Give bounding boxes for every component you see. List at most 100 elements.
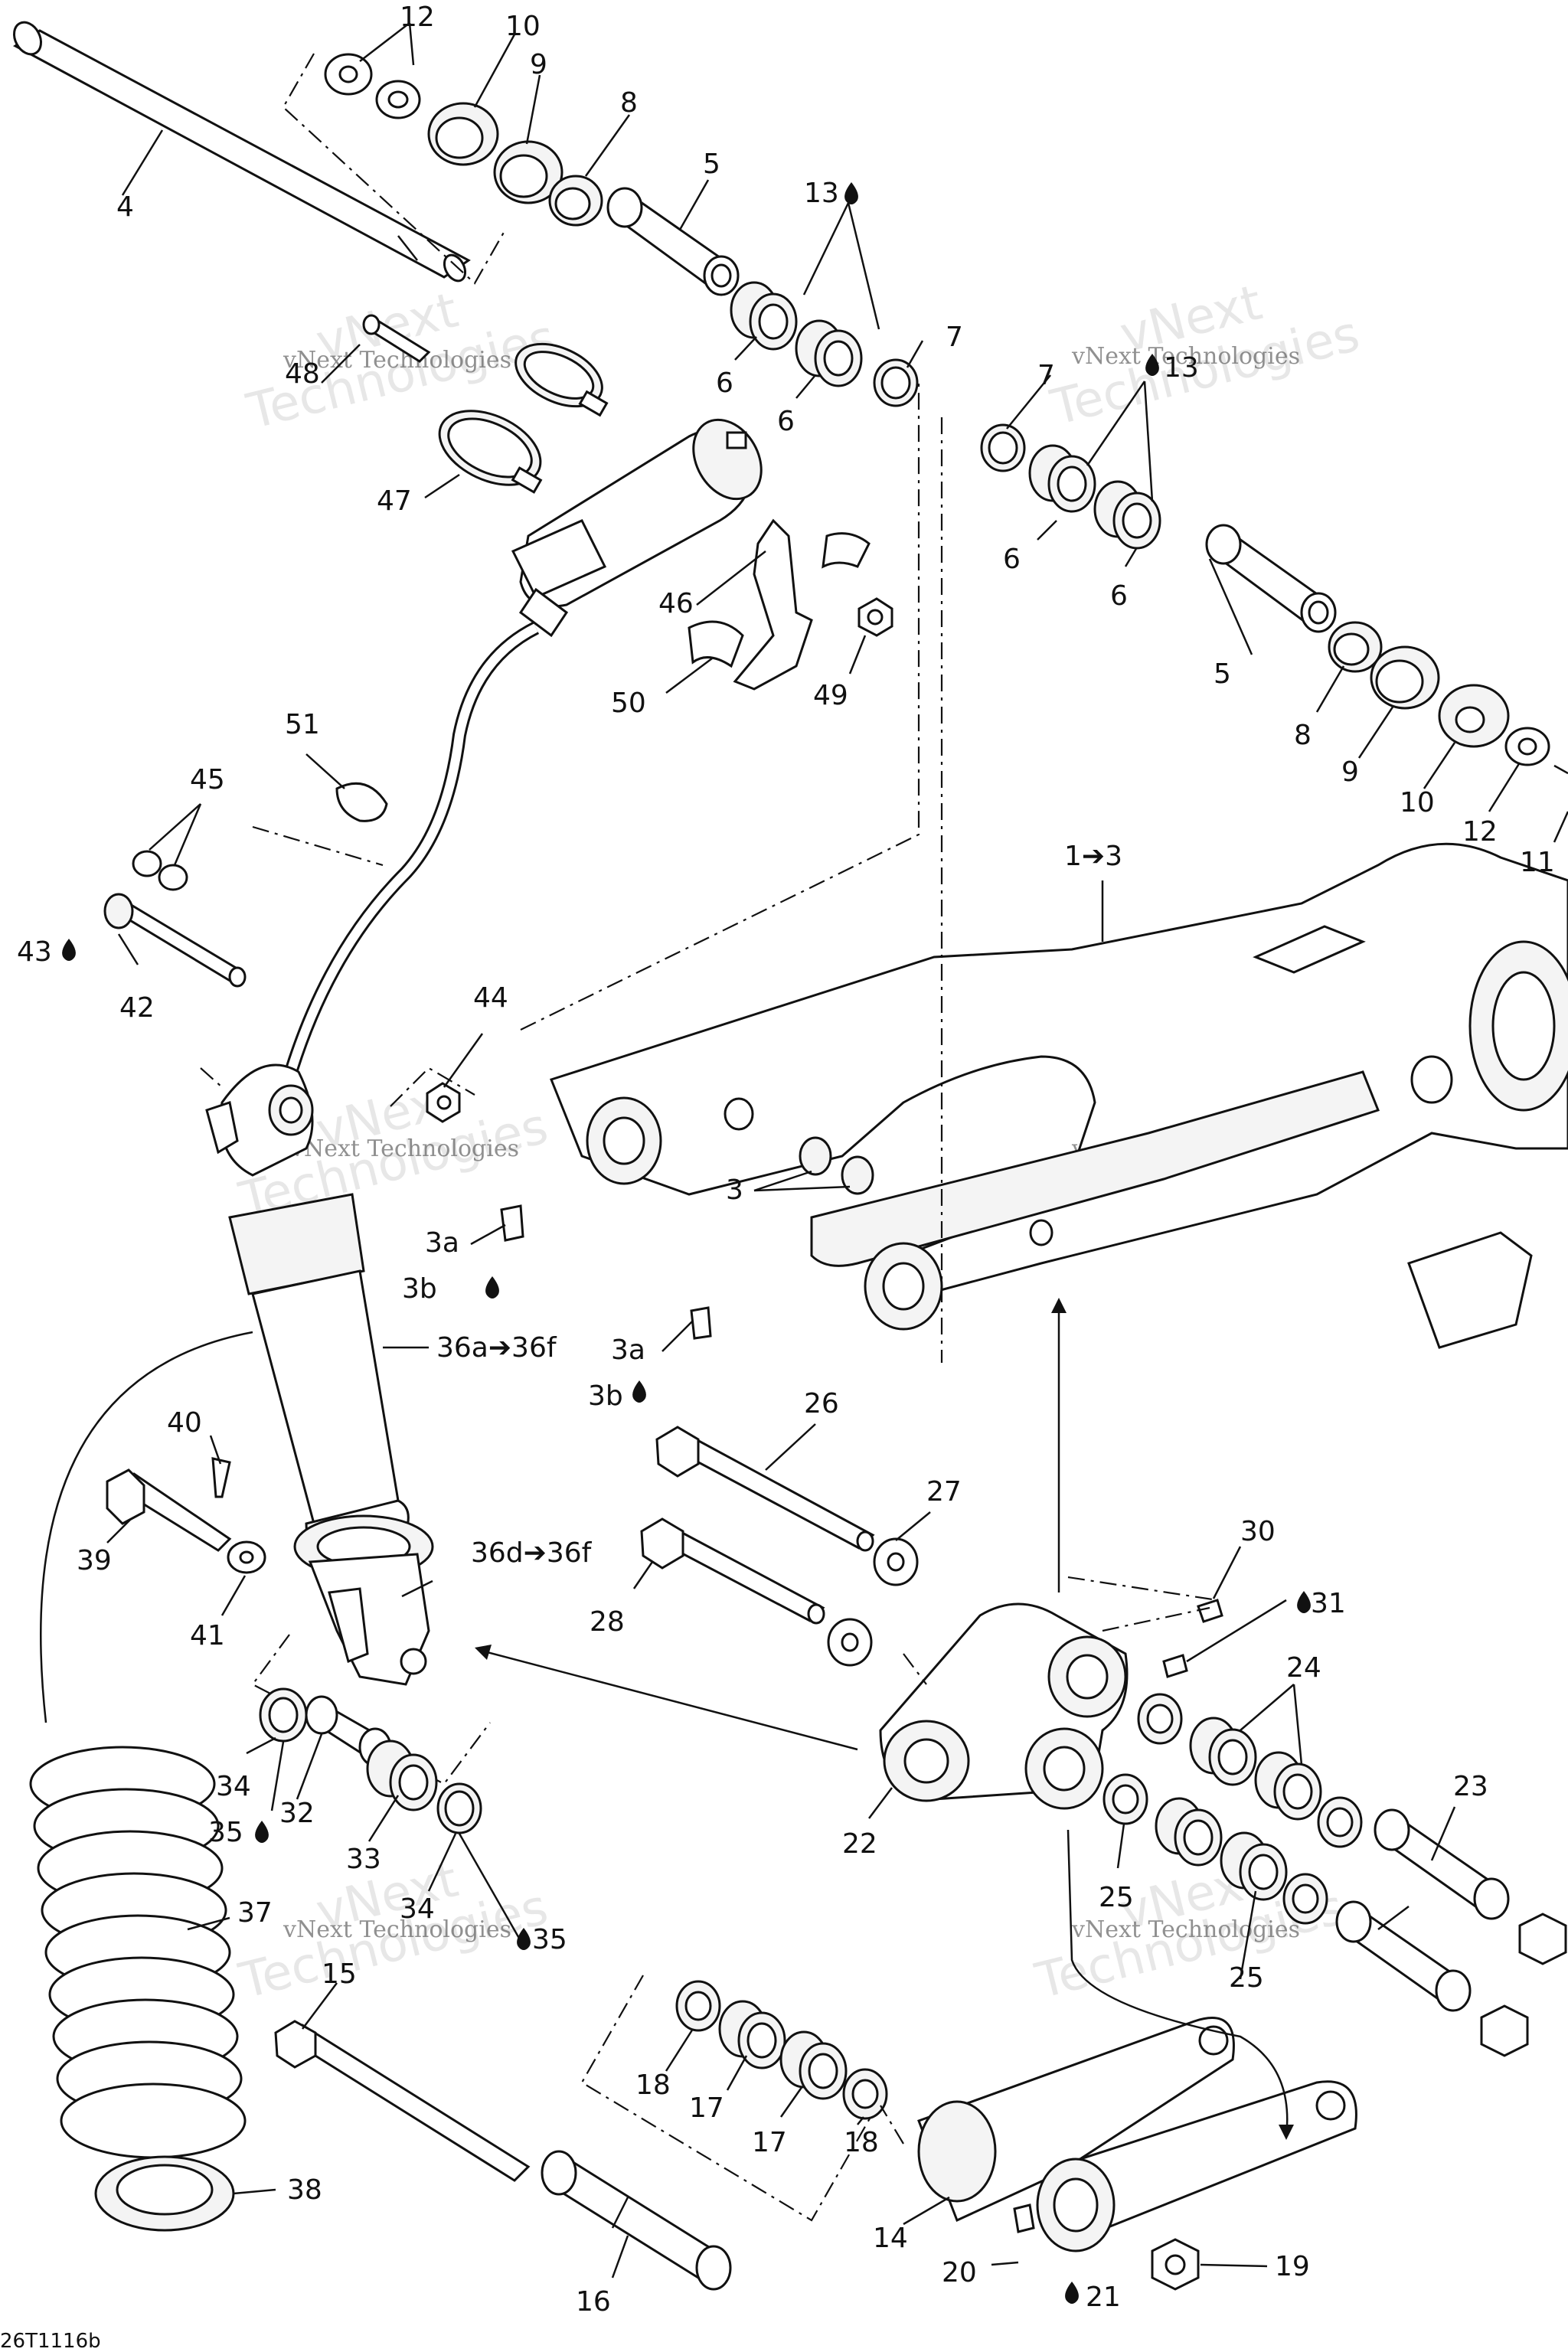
arrow-down (1067, 1829, 1289, 2137)
callout-7: 7 (946, 322, 963, 353)
guide-line (520, 383, 920, 1031)
callout-6: 6 (777, 406, 795, 437)
o-rings-45 (132, 850, 188, 891)
callout-20: 20 (942, 2257, 977, 2288)
bolt-48 (362, 314, 431, 363)
nut-19 (1151, 2238, 1200, 2291)
sleeve-23b (1335, 1900, 1472, 2012)
axle-shaft-4 (12, 21, 471, 283)
bearing-24d (1220, 1831, 1288, 1901)
callout-15: 15 (322, 1958, 357, 1990)
shock-reservoir (511, 418, 763, 638)
ring-7b (980, 423, 1026, 472)
image-code: 26T1116b (0, 2330, 101, 2352)
cap-51 (335, 782, 388, 822)
callout-17: 17 (689, 2092, 724, 2124)
callout-43: 43 (17, 936, 52, 968)
bolt-39 (106, 1468, 232, 1552)
sleeve-5b (1205, 524, 1337, 633)
callout-3: 3 (726, 1174, 743, 1206)
callout-23: 23 (1453, 1771, 1488, 1802)
callout-10: 10 (505, 11, 541, 42)
callout-8: 8 (620, 87, 638, 119)
seal-upper-end (1317, 1796, 1363, 1848)
callout-50: 50 (611, 688, 646, 719)
callout-24: 24 (1286, 1652, 1321, 1684)
callout-42: 42 (119, 992, 155, 1024)
coil-spring-37 (29, 1746, 247, 2159)
needle-bearing-6c (1028, 444, 1096, 513)
bearing-17a (718, 2000, 786, 2069)
oil-drop-icon (844, 182, 858, 204)
ring-7a (873, 358, 919, 407)
callout-19: 19 (1275, 2251, 1310, 2282)
bushing-10b (1438, 684, 1510, 748)
watermark-text: vNext Technologies (283, 347, 511, 374)
watermark-text: vNext Technologies (1071, 343, 1300, 370)
oil-drop-icon (1297, 1591, 1311, 1613)
pin-42 (103, 893, 247, 988)
sleeve-23a (1374, 1808, 1510, 1920)
nut-right-b (1480, 2004, 1529, 2057)
callout-48: 48 (285, 358, 320, 390)
callout-25: 25 (1099, 1882, 1134, 1913)
callout-6: 6 (1110, 580, 1128, 612)
seal-25a-lower (1102, 1773, 1148, 1825)
callout-4: 4 (116, 191, 134, 223)
grease-nipple-30 (1197, 1599, 1223, 1623)
guide-line (1102, 1606, 1210, 1632)
seal-9b (1370, 645, 1440, 710)
seal-18b (842, 2068, 888, 2120)
callout-49: 49 (813, 680, 848, 711)
washer-27 (873, 1537, 919, 1586)
seal-18a (675, 1980, 721, 2032)
rocker-22 (879, 1602, 1129, 1810)
bearing-24a (1189, 1717, 1257, 1786)
bearing-17b (779, 2030, 848, 2100)
callout-36d-36f: 36d➔36f (471, 1537, 593, 1569)
callout-12: 12 (1462, 816, 1498, 848)
callout-35: 35 (208, 1817, 243, 1848)
callout-45: 45 (190, 764, 225, 795)
callout-47: 47 (377, 485, 412, 517)
callout-9: 9 (1341, 756, 1359, 788)
hose-clamp-upper (514, 342, 609, 417)
callout-5: 5 (1214, 658, 1231, 690)
washer-28b (827, 1618, 873, 1667)
callout-5: 5 (703, 149, 720, 180)
oil-drop-icon (517, 1928, 531, 1950)
oil-drop-icon (1065, 2282, 1079, 2304)
callout-3b: 3b (402, 1273, 437, 1305)
callout-27: 27 (926, 1476, 962, 1508)
bolt-26 (655, 1426, 875, 1552)
callout-16: 16 (576, 2286, 611, 2318)
callout-33: 33 (346, 1844, 381, 1875)
washer-12b (1504, 727, 1550, 766)
callout-13: 13 (804, 178, 839, 209)
seal-8b (1328, 621, 1383, 673)
callout-10: 10 (1400, 787, 1435, 818)
callout-28: 28 (590, 1606, 625, 1638)
link-arm-14 (917, 2017, 1357, 2252)
seal-25a-upper (1137, 1693, 1183, 1745)
bearing-24b (1254, 1751, 1322, 1821)
leader-lines (106, 22, 1568, 2278)
needle-bearing-6b (795, 319, 863, 387)
washer-12a (324, 53, 421, 119)
callout-22: 22 (842, 1828, 877, 1860)
guide-line (903, 1653, 927, 1685)
oil-drop-icon (255, 1821, 269, 1843)
guide-line (200, 1067, 223, 1088)
callout-30: 30 (1240, 1516, 1276, 1547)
callout-35: 35 (532, 1924, 567, 1955)
sleeve-5a (606, 187, 740, 296)
callout-36a-36f: 36a➔36f (436, 1332, 557, 1364)
guide-line (252, 825, 384, 867)
grease-fittings-3 (799, 1136, 874, 1195)
needle-bearing-6a (730, 281, 798, 351)
nut-44 (426, 1082, 461, 1123)
callout-32: 32 (279, 1798, 315, 1829)
callout-18: 18 (635, 2069, 671, 2101)
